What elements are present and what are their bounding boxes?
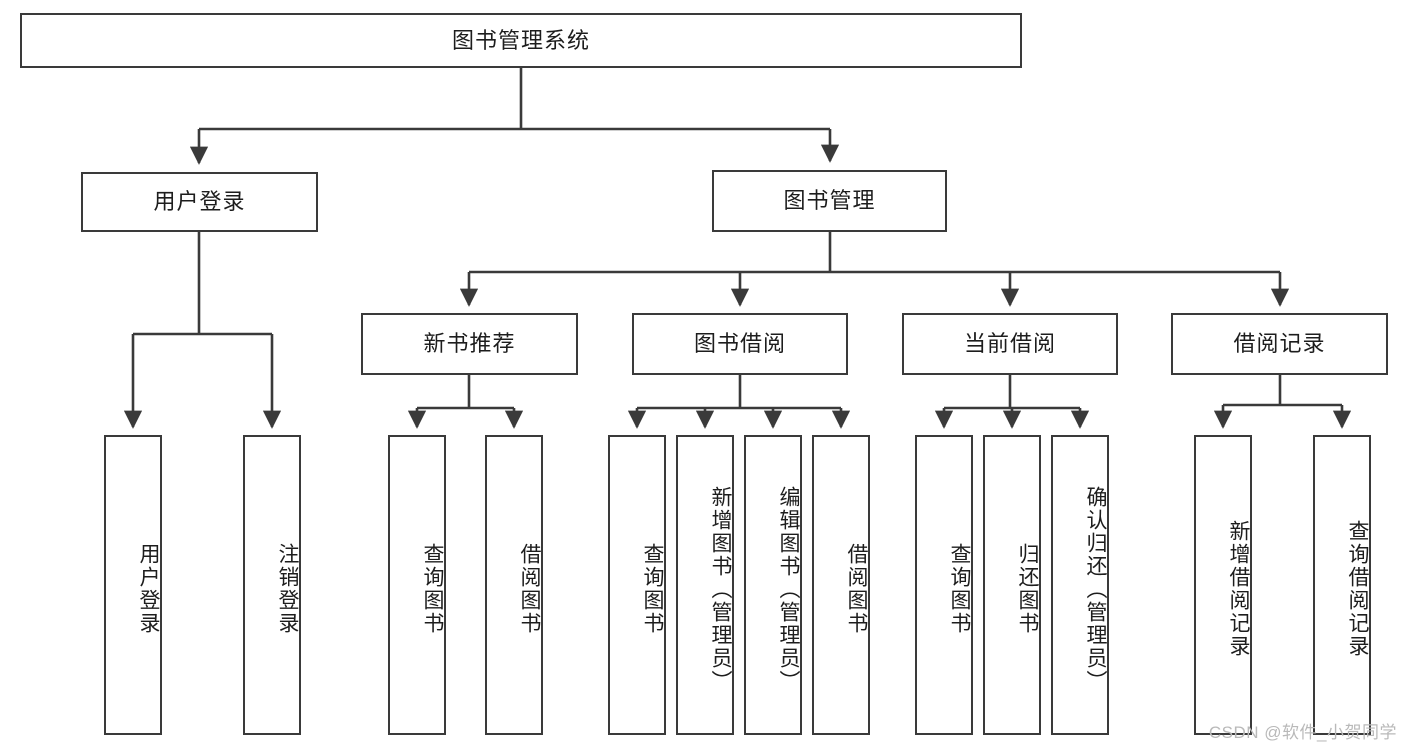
node-borrow-record[interactable]: 借阅记录: [1171, 313, 1388, 375]
node-label: 图书管理: [783, 188, 876, 214]
node-leaf-query-book-borrow[interactable]: 查询图书: [608, 435, 666, 735]
node-leaf-logout[interactable]: 注销登录: [243, 435, 301, 735]
node-leaf-query-book-current[interactable]: 查询图书: [915, 435, 973, 735]
node-label: 确认归还（管理员）: [1084, 485, 1107, 693]
node-leaf-user-login[interactable]: 用户登录: [104, 435, 162, 735]
node-label: 查询图书: [421, 543, 444, 635]
node-leaf-return-book[interactable]: 归还图书: [983, 435, 1041, 735]
node-leaf-borrow-book-newbook[interactable]: 借阅图书: [485, 435, 543, 735]
node-label: 用户登录: [137, 543, 160, 635]
node-label: 查询图书: [641, 543, 664, 635]
node-label: 新书推荐: [423, 331, 516, 357]
node-label: 编辑图书（管理员）: [777, 485, 800, 693]
node-label: 借阅图书: [518, 543, 541, 635]
node-label: 用户登录: [153, 189, 246, 215]
node-new-book-recommend[interactable]: 新书推荐: [361, 313, 578, 375]
node-label: 查询图书: [948, 543, 971, 635]
node-label: 借阅图书: [845, 543, 868, 635]
node-label: 归还图书: [1016, 543, 1039, 635]
node-label: 注销登录: [276, 543, 299, 635]
node-label: 新增借阅记录: [1227, 520, 1250, 658]
node-leaf-add-book-admin[interactable]: 新增图书（管理员）: [676, 435, 734, 735]
node-book-borrow[interactable]: 图书借阅: [632, 313, 848, 375]
node-book-management[interactable]: 图书管理: [712, 170, 947, 232]
node-label: 当前借阅: [963, 331, 1056, 357]
node-leaf-query-borrow-record[interactable]: 查询借阅记录: [1313, 435, 1371, 735]
node-leaf-confirm-return-admin[interactable]: 确认归还（管理员）: [1051, 435, 1109, 735]
node-leaf-borrow-book[interactable]: 借阅图书: [812, 435, 870, 735]
node-label: 借阅记录: [1233, 331, 1326, 357]
node-root-book-management-system[interactable]: 图书管理系统: [20, 13, 1022, 68]
node-user-login[interactable]: 用户登录: [81, 172, 318, 232]
watermark-text: CSDN @软件_小贺同学: [1208, 723, 1397, 742]
node-label: 图书借阅: [693, 331, 786, 357]
node-leaf-add-borrow-record[interactable]: 新增借阅记录: [1194, 435, 1252, 735]
node-label: 新增图书（管理员）: [709, 485, 732, 693]
node-label: 查询借阅记录: [1346, 520, 1369, 658]
node-current-borrow[interactable]: 当前借阅: [902, 313, 1118, 375]
node-label: 图书管理系统: [451, 27, 590, 53]
node-leaf-query-book-newbook[interactable]: 查询图书: [388, 435, 446, 735]
node-leaf-edit-book-admin[interactable]: 编辑图书（管理员）: [744, 435, 802, 735]
